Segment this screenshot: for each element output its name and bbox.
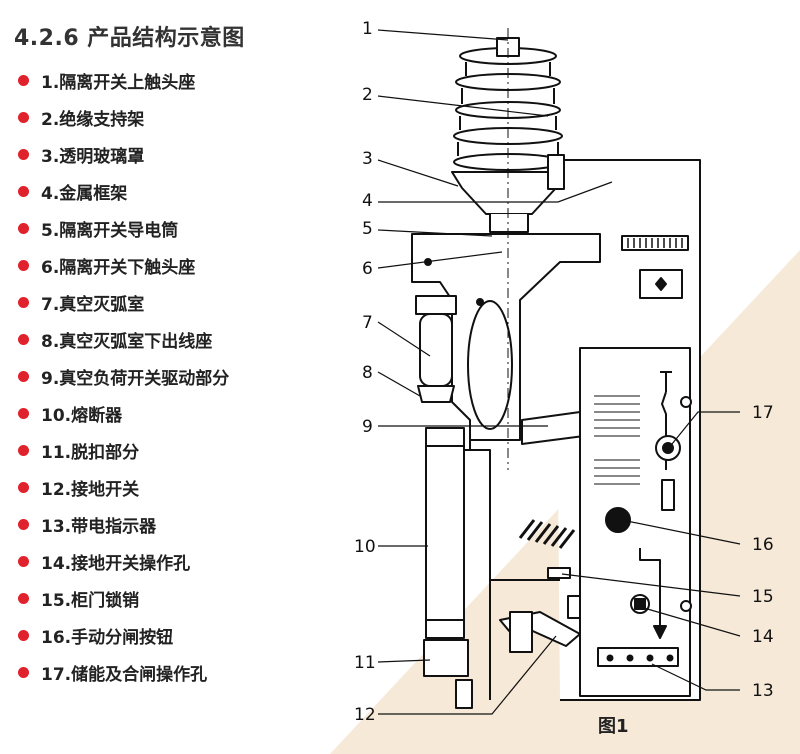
lower-outlet-seat (417, 385, 455, 403)
callout-8: 8 (362, 363, 373, 383)
callout-5: 5 (362, 219, 373, 239)
legend-item-label: 15.柜门锁销 (41, 591, 140, 611)
legend-item-label: 8.真空灭弧室下出线座 (41, 332, 213, 352)
bullet-icon (18, 75, 29, 86)
vent-grille (621, 235, 689, 251)
legend-item-label: 2.绝缘支持架 (41, 110, 145, 130)
legend-list: 1.隔离开关上触头座 2.绝缘支持架 3.透明玻璃罩 4.金属框架 5.隔离开关… (18, 62, 229, 691)
legend-item: 12.接地开关 (18, 469, 229, 506)
legend-item: 16.手动分闸按钮 (18, 617, 229, 654)
legend-item: 13.带电指示器 (18, 506, 229, 543)
legend-item: 10.熔断器 (18, 395, 229, 432)
callout-13: 13 (752, 681, 774, 701)
legend-item: 8.真空灭弧室下出线座 (18, 321, 229, 358)
callout-2: 2 (362, 85, 373, 105)
vacuum-interrupter (419, 313, 453, 387)
legend-item-label: 11.脱扣部分 (41, 443, 140, 463)
bullet-icon (18, 667, 29, 678)
legend-item-label: 12.接地开关 (41, 480, 140, 500)
legend-item: 7.真空灭弧室 (18, 284, 229, 321)
callout-10: 10 (354, 537, 376, 557)
legend-item-label: 9.真空负荷开关驱动部分 (41, 369, 230, 389)
legend-item: 1.隔离开关上触头座 (18, 62, 229, 99)
leader-lines (377, 29, 741, 715)
legend-item: 2.绝缘支持架 (18, 99, 229, 136)
legend-item-label: 13.带电指示器 (41, 517, 157, 537)
vent-slots (627, 238, 683, 248)
spring-coil (518, 519, 576, 549)
bullet-icon (18, 297, 29, 308)
callout-3: 3 (362, 149, 373, 169)
legend-item-label: 16.手动分闸按钮 (41, 628, 174, 648)
legend-item-label: 4.金属框架 (41, 184, 128, 204)
fuse (425, 427, 465, 639)
conductor-tube (489, 214, 529, 233)
callout-4: 4 (362, 191, 373, 211)
legend-item-label: 1.隔离开关上触头座 (41, 73, 196, 93)
screw-icon (680, 600, 692, 612)
page-title: 4.2.6 产品结构示意图 (14, 26, 245, 51)
bullet-icon (18, 112, 29, 123)
legend-item-label: 7.真空灭弧室 (41, 295, 145, 315)
callout-11: 11 (354, 653, 376, 673)
bullet-icon (18, 149, 29, 160)
callout-12: 12 (354, 705, 376, 725)
bullet-icon (18, 408, 29, 419)
callout-9: 9 (362, 417, 373, 437)
arrow-down-icon (653, 625, 667, 639)
bullet-icon (18, 556, 29, 567)
metal-frame-bracket (547, 154, 565, 190)
legend-item: 11.脱扣部分 (18, 432, 229, 469)
legend-item: 4.金属框架 (18, 173, 229, 210)
bullet-icon (18, 519, 29, 530)
figure-caption: 图1 (598, 716, 629, 737)
legend-item-label: 10.熔断器 (41, 406, 123, 426)
drive-oval (467, 300, 513, 430)
control-panel (579, 347, 691, 697)
legend-item: 5.隔离开关导电筒 (18, 210, 229, 247)
callout-17: 17 (752, 403, 774, 423)
bullet-icon (18, 260, 29, 271)
legend-item-label: 5.隔离开关导电筒 (41, 221, 179, 241)
live-indicator (597, 647, 679, 667)
legend-item-label: 6.隔离开关下触头座 (41, 258, 196, 278)
trip-part (423, 639, 469, 677)
legend-item: 17.储能及合闸操作孔 (18, 654, 229, 691)
bullet-icon (18, 334, 29, 345)
diamond-icon (655, 277, 667, 291)
legend-item: 3.透明玻璃罩 (18, 136, 229, 173)
bullet-icon (18, 223, 29, 234)
bullet-icon (18, 371, 29, 382)
bullet-icon (18, 630, 29, 641)
legend-item: 6.隔离开关下触头座 (18, 247, 229, 284)
callout-16: 16 (752, 535, 774, 555)
manual-open-button (605, 507, 631, 533)
bullet-icon (18, 482, 29, 493)
callout-15: 15 (752, 587, 774, 607)
key-symbol (660, 371, 672, 392)
callout-6: 6 (362, 259, 373, 279)
legend-item: 15.柜门锁销 (18, 580, 229, 617)
legend-item-label: 14.接地开关操作孔 (41, 554, 191, 574)
panel-text-lines (594, 395, 640, 485)
bullet-icon (18, 593, 29, 604)
glass-cover (451, 171, 559, 215)
legend-item-label: 17.储能及合闸操作孔 (41, 665, 208, 685)
bullet-icon (18, 186, 29, 197)
screw-icon (680, 396, 692, 408)
bullet-icon (18, 445, 29, 456)
callout-7: 7 (362, 313, 373, 333)
legend-item: 14.接地开关操作孔 (18, 543, 229, 580)
door-lock-pin (547, 567, 571, 579)
legend-item-label: 3.透明玻璃罩 (41, 147, 145, 167)
callout-14: 14 (752, 627, 774, 647)
legend-item: 9.真空负荷开关驱动部分 (18, 358, 229, 395)
callout-1: 1 (362, 19, 373, 39)
